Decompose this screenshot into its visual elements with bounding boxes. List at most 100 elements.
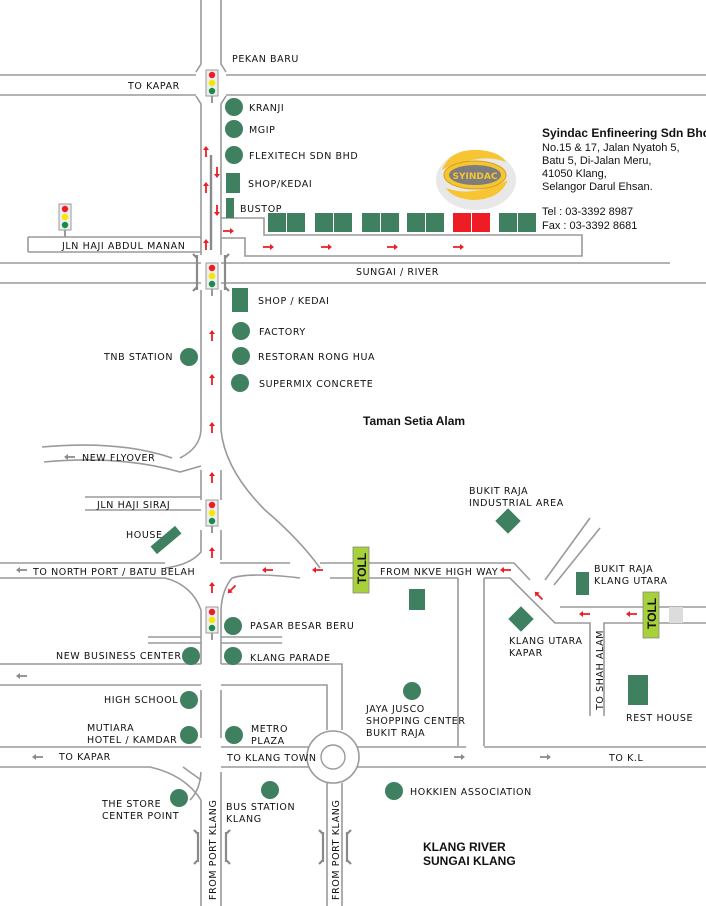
- landmark-marker-flexitech: [225, 146, 243, 164]
- factory-unit-right: [426, 213, 444, 232]
- traffic-lights: [58, 69, 219, 640]
- factory-unit-right: [381, 213, 399, 232]
- label-to-klang-town: TO KLANG TOWN: [226, 753, 317, 764]
- syindac-logo: SYINDAC: [436, 149, 516, 210]
- direction-arrow: [223, 228, 234, 234]
- direction-arrow: [214, 205, 220, 216]
- factory-unit-right: [287, 213, 305, 232]
- label-hokkien-association: HOKKIEN ASSOCIATION: [410, 787, 532, 798]
- arrow-glyph: [214, 205, 220, 216]
- traffic-light: [205, 262, 219, 296]
- arrow-glyph: [626, 611, 637, 617]
- label-to-kapar-bottom: TO KAPAR: [58, 752, 111, 763]
- address-line-3: 41050 Klang,: [542, 168, 607, 180]
- direction-arrows: [16, 146, 637, 760]
- traffic-light-lamp: [208, 608, 216, 616]
- landmark-marker-shop-kedai: [226, 173, 240, 193]
- landmark-marker-rest-house: [628, 675, 648, 705]
- label-bus-station-2: KLANG: [226, 814, 262, 825]
- direction-arrow: [209, 472, 215, 483]
- label-mgip: MGIP: [249, 125, 276, 136]
- label-rest-house: REST HOUSE: [626, 713, 693, 724]
- direction-arrow: [203, 239, 209, 250]
- landmark-marker-the-store: [170, 789, 188, 807]
- label-metro-plaza-2: PLAZA: [251, 736, 285, 747]
- arrow-glyph: [312, 567, 323, 573]
- logo-text: SYINDAC: [453, 172, 498, 182]
- logo-swoosh-bottom: [446, 180, 508, 200]
- arrow-glyph: [32, 754, 43, 760]
- label-jaya-jusco-2: SHOPPING CENTER: [366, 716, 466, 727]
- factory-unit-right: [334, 213, 352, 232]
- direction-arrow: [387, 244, 398, 250]
- landmark-marker-klang-utara-kapar: [508, 606, 534, 632]
- arrow-glyph: [454, 754, 465, 760]
- tel-number: Tel : 03-3392 8987: [542, 206, 633, 218]
- label-from-port-klang-east: FROM PORT KLANG: [331, 800, 342, 900]
- label-klang-parade: KLANG PARADE: [250, 653, 331, 664]
- landmark-labels: KRANJI MGIP FLEXITECH SDN BHD SHOP/KEDAI…: [56, 103, 693, 825]
- label-bustop: BUSTOP: [240, 204, 282, 215]
- arrow-glyph: [453, 244, 464, 250]
- road-jln-haji-abdul-manan: [27, 236, 201, 253]
- arrow-glyph: [203, 182, 209, 193]
- factory-unit-left: [362, 213, 380, 232]
- direction-arrow: [209, 330, 215, 341]
- roundabout-island: [320, 744, 346, 770]
- traffic-light-lamp: [61, 205, 69, 213]
- arrow-glyph: [223, 228, 234, 234]
- label-new-flyover: NEW FLYOVER: [82, 453, 155, 464]
- company-info: Syindac Enfineering Sdn Bhd No.15 & 17, …: [542, 126, 706, 232]
- toll-label-nkve: TOLL: [355, 553, 369, 584]
- road-new-flyover: [41, 444, 202, 473]
- label-jaya-jusco-1: JAYA JUSCO: [365, 704, 425, 715]
- traffic-light: [205, 69, 219, 103]
- factory-unit-left: [315, 213, 333, 232]
- bridge-mark-top: [192, 253, 230, 292]
- label-klang-river-1: KLANG RIVER: [423, 840, 506, 854]
- factory-unit: [268, 213, 305, 232]
- landmark-marker-mutiara-hotel: [180, 726, 198, 744]
- arrow-glyph: [209, 582, 215, 593]
- landmark-marker-bustop: [226, 198, 234, 218]
- direction-arrow: [321, 244, 332, 250]
- label-factory: FACTORY: [259, 327, 306, 338]
- factory-unit-right: [518, 213, 536, 232]
- label-to-kl: TO K.L: [608, 753, 644, 764]
- label-bukit-raja-industrial-1: BUKIT RAJA: [469, 486, 528, 497]
- landmark-marker-tnb-station: [180, 348, 198, 366]
- factory-unit-left: [268, 213, 286, 232]
- factory-unit: [499, 213, 536, 232]
- toll-plaza-nkve: TOLL: [352, 546, 370, 594]
- bridge-mark-bottom-right: [318, 829, 352, 865]
- landmark-marker-pasar-besar-beru: [224, 617, 242, 635]
- direction-arrow: [263, 244, 274, 250]
- address-line-4: Selangor Darul Ehsan.: [542, 181, 653, 193]
- road-to-kapar-bottom: [0, 746, 706, 801]
- label-flexitech: FLEXITECH SDN BHD: [249, 151, 358, 162]
- label-bukit-raja-klang-utara-1: BUKIT RAJA: [594, 564, 653, 575]
- factory-unit: [315, 213, 352, 232]
- direction-arrow: [209, 582, 215, 593]
- label-the-store-1: THE STORE: [101, 799, 161, 810]
- road-to-north-port: [0, 562, 514, 579]
- label-shop-kedai: SHOP/KEDAI: [248, 179, 312, 190]
- direction-arrow: [312, 567, 323, 573]
- factory-unit-left: [499, 213, 517, 232]
- arrow-glyph: [321, 244, 332, 250]
- road-arrow: [64, 454, 75, 460]
- road-sungai-river: [0, 262, 706, 284]
- logo-swoosh-top: [442, 149, 506, 170]
- arrow-glyph: [16, 673, 27, 679]
- label-pekan-baru: PEKAN BARU: [232, 54, 299, 65]
- traffic-light-lamp: [208, 509, 216, 517]
- label-new-business-center: NEW BUSINESS CENTER: [56, 651, 182, 662]
- label-jln-haji-siraj: JLN HAJI SIRAJ: [96, 500, 170, 511]
- label-taman-setia-alam: Taman Setia Alam: [363, 414, 465, 428]
- toll-label-shah-alam: TOLL: [645, 598, 659, 629]
- label-supermix-concrete: SUPERMIX CONCRETE: [259, 379, 373, 390]
- direction-arrow: [209, 374, 215, 385]
- label-to-shah-alam: TO SHAH ALAM: [595, 630, 606, 711]
- direction-arrow: [214, 167, 220, 178]
